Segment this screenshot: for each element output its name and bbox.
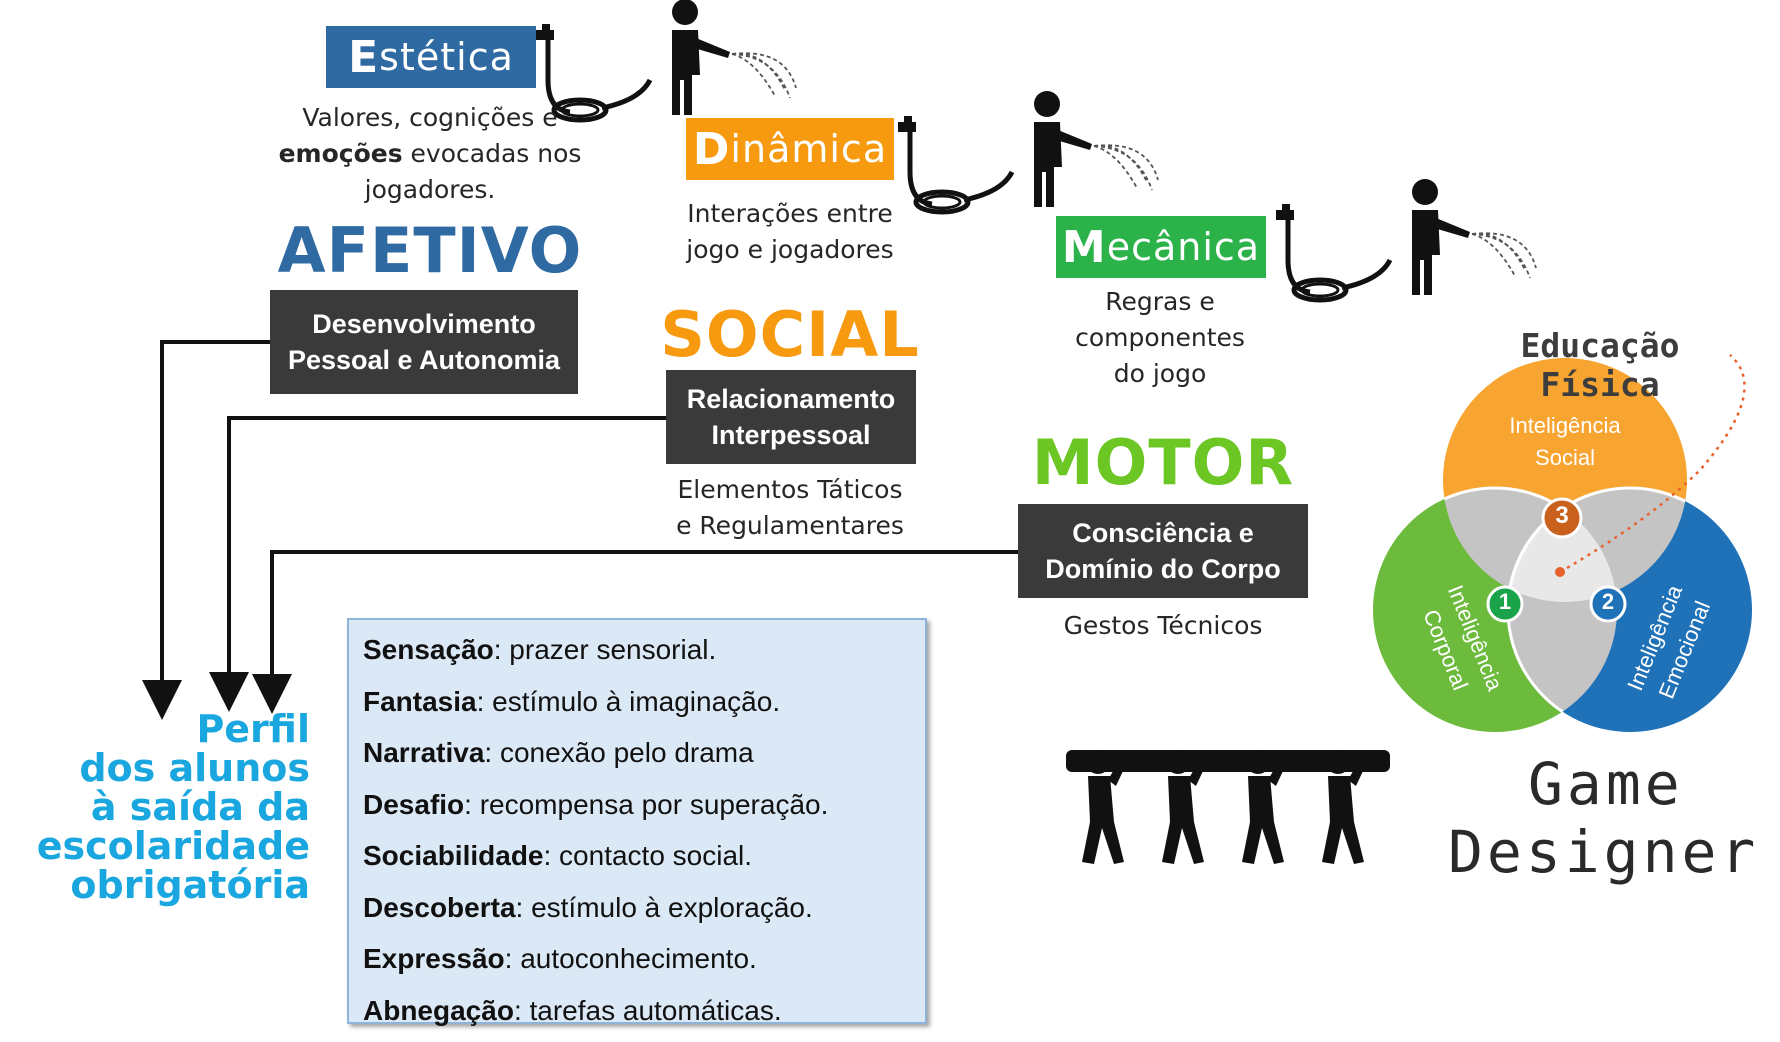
profile-line: à saída da	[90, 785, 310, 829]
profile-line: Perfil	[196, 707, 310, 751]
profile-line: dos alunos	[79, 746, 310, 790]
estetica-desc-bold: emoções	[278, 139, 403, 168]
venn-label-social: Inteligência Social	[1490, 410, 1640, 474]
list-item: Expressão: autoconhecimento.	[363, 933, 911, 985]
social-subtitle: Elementos Táticos e Regulamentares	[640, 472, 940, 544]
educacao-fisica-title: Educação Física	[1520, 326, 1680, 404]
list-item-term: Narrativa	[363, 737, 485, 768]
social-sub-line: e Regulamentares	[676, 511, 904, 540]
list-item: Desafio: recompensa por superação.	[363, 779, 911, 831]
game-designer-word-1: Game	[1528, 750, 1684, 818]
mecanica-desc-line: Regras e	[1105, 287, 1215, 316]
list-item-desc: : recompensa por superação.	[464, 788, 829, 820]
dinamica-initial: D	[692, 123, 731, 175]
profile-line: obrigatória	[70, 863, 310, 907]
social-title: SOCIAL	[660, 298, 920, 371]
list-item-desc: : autoconhecimento.	[504, 943, 757, 974]
list-item-term: Sensação	[363, 634, 494, 665]
motor-box-line: Domínio do Corpo	[1045, 554, 1281, 584]
dinamica-description: Interações entre jogo e jogadores	[640, 196, 940, 268]
list-item: Descoberta: estímulo à exploração.	[363, 882, 911, 934]
list-item-desc: : estímulo à imaginação.	[476, 685, 781, 717]
dinamica-rest: inâmica	[730, 127, 888, 171]
social-box-line: Relacionamento	[686, 384, 896, 414]
team-carrying-icon	[1066, 750, 1390, 864]
connector-motor	[252, 550, 1018, 714]
student-profile-title: Perfil dos alunos à saída da escolaridad…	[0, 710, 310, 905]
estetica-desc-line: evocadas nos	[410, 139, 582, 168]
estetica-initial: E	[348, 31, 380, 83]
estetica-description: Valores, cognições e emoções evocadas no…	[270, 100, 590, 208]
estetica-rest: stética	[379, 35, 514, 79]
list-item: Fantasia: estímulo à imaginação.	[363, 676, 911, 728]
estetica-desc-line: jogadores.	[364, 175, 496, 204]
list-item-desc: : estímulo à exploração.	[515, 891, 813, 923]
list-item: Sociabilidade: contacto social.	[363, 830, 911, 882]
estetica-desc-line: Valores, cognições e	[302, 103, 558, 132]
game-designer-word-2: Designer	[1448, 818, 1760, 886]
venn-label-line: Social	[1535, 445, 1595, 470]
mecanica-initial: M	[1061, 221, 1107, 273]
venn-diagram	[1373, 354, 1752, 732]
mecanica-rest: ecânica	[1106, 225, 1261, 269]
list-item-desc: : tarefas automáticas.	[513, 994, 782, 1026]
list-item-term: Expressão	[363, 943, 505, 974]
social-box-line: Interpessoal	[711, 420, 871, 450]
venn-badge-2: 2	[1601, 589, 1615, 614]
connector-afetivo	[142, 340, 272, 720]
mecanica-description: Regras e componentes do jogo	[1040, 284, 1280, 392]
motor-box: Consciência e Domínio do Corpo	[1018, 504, 1308, 598]
afetivo-box: Desenvolvimento Pessoal e Autonomia	[270, 290, 578, 394]
list-item-term: Fantasia	[363, 685, 477, 717]
list-item-desc: : prazer sensorial.	[493, 634, 717, 665]
list-item-term: Abnegação	[363, 994, 514, 1026]
motor-subtitle: Gestos Técnicos	[1063, 611, 1263, 640]
venn-label-line: Inteligência	[1509, 413, 1621, 438]
venn-badge-3: 3	[1555, 502, 1569, 529]
social-sub-line: Elementos Táticos	[677, 475, 903, 504]
afetivo-box-line: Desenvolvimento	[312, 309, 536, 339]
list-item: Narrativa: conexão pelo drama	[363, 727, 911, 779]
list-item-term: Sociabilidade	[363, 840, 544, 871]
aesthetics-list: Sensação: prazer sensorial. Fantasia: es…	[347, 618, 927, 1026]
list-item-desc: : contacto social.	[543, 840, 753, 871]
list-item: Sensação: prazer sensorial.	[363, 624, 911, 676]
gardener-icon	[898, 91, 1158, 212]
motor-box-line: Consciência e	[1072, 518, 1254, 548]
motor-title: MOTOR	[1031, 426, 1295, 499]
list-item-term: Desafio	[363, 788, 465, 820]
afetivo-title: AFETIVO	[277, 214, 583, 287]
list-item-term: Descoberta	[363, 891, 516, 923]
connector-social	[209, 416, 666, 712]
venn-badge-1: 1	[1498, 589, 1512, 614]
profile-line: escolaridade	[36, 824, 310, 868]
social-box: Relacionamento Interpessoal	[666, 370, 916, 464]
list-item-desc: : conexão pelo drama	[484, 737, 754, 768]
mecanica-desc-line: do jogo	[1113, 359, 1207, 388]
dinamica-desc-line: Interações entre	[687, 199, 893, 228]
mecanica-desc-line: componentes	[1075, 323, 1245, 352]
list-item: Abnegação: tarefas automáticas.	[363, 985, 911, 1037]
dinamica-desc-line: jogo e jogadores	[686, 235, 894, 264]
afetivo-box-line: Pessoal e Autonomia	[287, 345, 561, 375]
gardener-icon	[1276, 179, 1536, 300]
